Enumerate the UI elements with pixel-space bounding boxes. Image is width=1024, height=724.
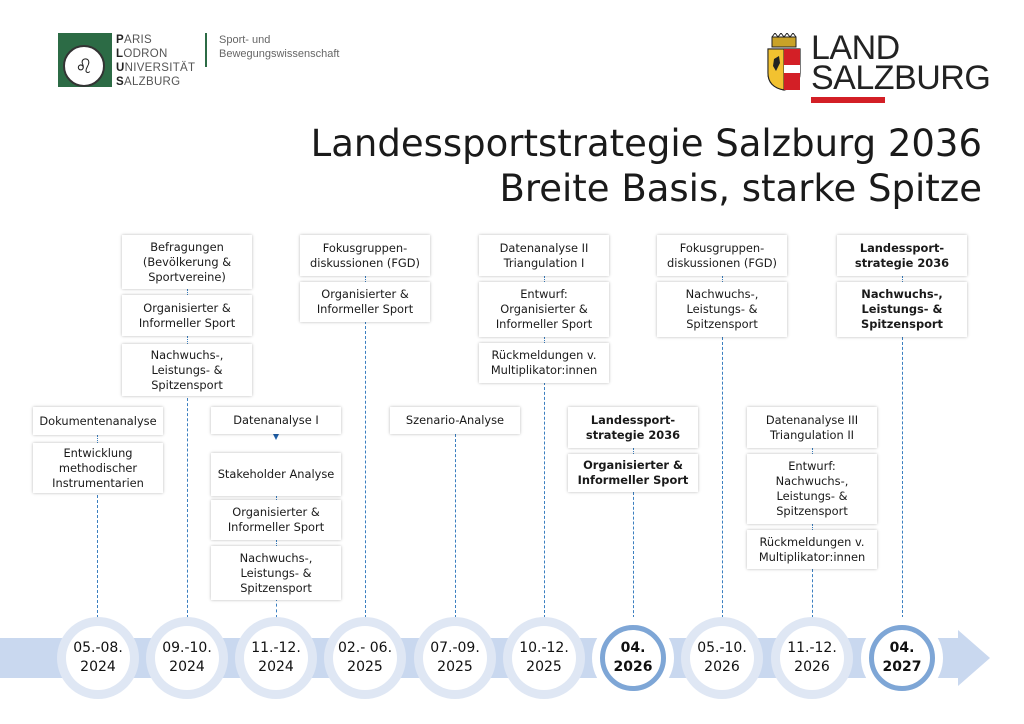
connector-line [722, 337, 723, 618]
step-box: Organisierter & Informeller Sport [122, 295, 252, 336]
timeline-node-milestone: 04.2026 [592, 617, 674, 699]
step-box: Nachwuchs-, Leistungs- & Spitzensport [211, 546, 341, 600]
connector-line [365, 321, 366, 618]
box-connector [97, 435, 98, 443]
step-box: Fokusgruppen-diskussionen (FGD) [300, 235, 430, 276]
timeline-node: 09.-10.2024 [146, 617, 228, 699]
land-salzburg-red-bar [811, 97, 885, 103]
box-connector [812, 448, 813, 454]
title-line-2: Breite Basis, starke Spitze [499, 167, 982, 210]
step-box: Organisierter & Informeller Sport [568, 454, 698, 492]
box-connector [276, 496, 277, 502]
step-box: Datenanalyse III Triangulation II [747, 407, 877, 448]
connector-line [276, 598, 277, 618]
box-connector [902, 276, 903, 282]
plus-university-emblem: ♌ [58, 33, 112, 87]
lion-seal-icon: ♌ [63, 45, 105, 87]
step-box: Landessport-strategie 2036 [568, 407, 698, 448]
box-connector [544, 337, 545, 343]
timeline-node: 11.-12.2024 [235, 617, 317, 699]
connector-line [812, 569, 813, 618]
page-title: Landessportstrategie Salzburg 2036 Breit… [311, 121, 982, 211]
down-arrow-icon [271, 430, 281, 440]
step-box: Entwicklung methodischer Instrumentarien [33, 443, 163, 493]
step-box: Szenario-Analyse [390, 407, 520, 434]
logo-divider [205, 33, 207, 67]
box-connector [722, 276, 723, 282]
box-connector [812, 524, 813, 530]
step-box: Fokusgruppen-diskussionen (FGD) [657, 235, 787, 276]
timeline-node: 02.- 06.2025 [324, 617, 406, 699]
step-box: Nachwuchs-, Leistungs- & Spitzensport [657, 282, 787, 337]
connector-line [455, 434, 456, 618]
step-box: Datenanalyse II Triangulation I [479, 235, 609, 276]
connector-line [544, 382, 545, 618]
timeline-node-milestone: 04.2027 [861, 617, 943, 699]
connector-line [902, 337, 903, 618]
timeline-node: 05.-08.2024 [57, 617, 139, 699]
department-name: Sport- und Bewegungswissenschaft [219, 34, 340, 60]
box-connector [276, 540, 277, 546]
timeline-node: 05.-10.2026 [681, 617, 763, 699]
step-box: Organisierter & Informeller Sport [211, 500, 341, 540]
step-box: Entwurf: Organisierter & Informeller Spo… [479, 282, 609, 337]
box-connector [633, 448, 634, 454]
connector-line [633, 492, 634, 618]
connector-line [187, 393, 188, 618]
step-box: Datenanalyse I [211, 407, 341, 434]
step-box: Nachwuchs-, Leistungs- & Spitzensport [122, 344, 252, 396]
title-line-1: Landessportstrategie Salzburg 2036 [310, 122, 982, 165]
step-box: Rückmeldungen v. Multiplikator:innen [747, 530, 877, 569]
step-box: Entwurf: Nachwuchs-, Leistungs- & Spitze… [747, 454, 877, 524]
land-salzburg-wordmark: LAND SALZBURG [811, 29, 991, 97]
step-box: Dokumentenanalyse [33, 407, 163, 435]
box-connector [187, 336, 188, 344]
step-box: Stakeholder Analyse [211, 453, 341, 496]
step-box: Rückmeldungen v. Multiplikator:innen [479, 343, 609, 383]
timeline-arrow-head [958, 630, 990, 686]
timeline-node: 07.-09.2025 [414, 617, 496, 699]
box-connector [365, 276, 366, 282]
box-connector [544, 276, 545, 282]
step-box: Nachwuchs-, Leistungs- & Spitzensport [837, 282, 967, 337]
box-connector [187, 289, 188, 295]
salzburg-coat-of-arms-icon [767, 33, 801, 91]
step-box: Befragungen (Bevölkerung & Sportvereine) [122, 235, 252, 289]
timeline-node: 11.-12.2026 [771, 617, 853, 699]
connector-line [97, 490, 98, 618]
step-box: Organisierter & Informeller Sport [300, 282, 430, 322]
plus-university-wordmark: PARIS LODRON UNIVERSITÄT SALZBURG [116, 34, 196, 88]
timeline-node: 10.-12.2025 [503, 617, 585, 699]
step-box: Landessport-strategie 2036 [837, 235, 967, 276]
